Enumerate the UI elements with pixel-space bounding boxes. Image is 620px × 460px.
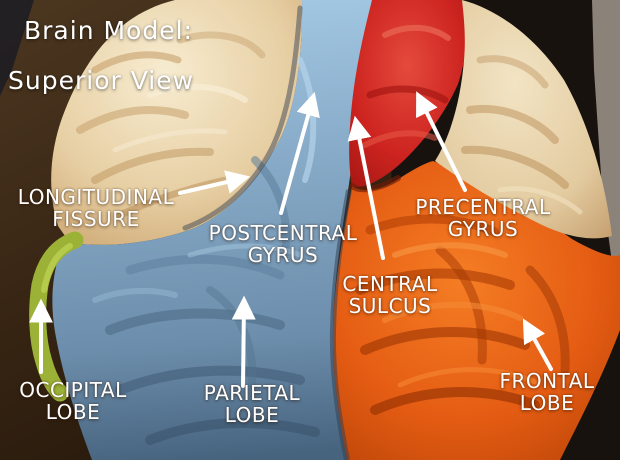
background-gray-sliver [592,0,620,320]
label-postcentral-gyrus-line2: GYRUS [247,243,319,268]
postcentral-gyrus-arrow [279,91,320,215]
occipital-lobe-highlight [41,243,73,293]
label-precentral-gyrus: PRECENTRAL GYRUS [415,196,550,241]
label-central-sulcus-line1: CENTRAL [342,272,438,296]
label-parietal-lobe: PARIETAL LOBE [204,382,300,427]
label-occipital-lobe: OCCIPITAL LOBE [19,379,127,424]
right-front-gyri [461,55,583,215]
label-frontal-lobe-line2: LOBE [519,391,575,416]
frontal-gyri [355,214,570,415]
label-central-sulcus: CENTRAL SULCUS [342,273,437,318]
longitudinal-fissure-arrow [178,170,251,195]
label-precentral-gyrus-line1: PRECENTRAL [415,195,551,219]
occipital-lobe-region [29,231,84,402]
label-parietal-lobe-line1: PARIETAL [203,381,301,405]
label-occipital-lobe-line2: LOBE [45,400,101,425]
label-precentral-gyrus-line2: GYRUS [447,217,519,242]
parietal-gyri [92,57,320,445]
label-longitudinal-fissure: LONGITUDINAL FISSURE [18,186,174,231]
precentral-gyrus-arrow [416,91,467,192]
label-parietal-lobe-line2: LOBE [224,403,280,428]
precentral-gyri [362,24,451,148]
longitudinal-fissure-groove [182,5,303,231]
label-frontal-lobe: FRONTAL LOBE [499,370,594,415]
parietal-lobe-arrow [231,295,256,388]
title-line-2: Superior View [8,66,195,95]
label-occipital-lobe-line1: OCCIPITAL [19,378,127,402]
label-frontal-lobe-line1: FRONTAL [499,369,595,393]
blue-orange-boundary-shadow [329,189,352,460]
title-line-1: Brain Model: [24,16,193,45]
background-corner-topleft [0,0,34,96]
label-postcentral-gyrus: POSTCENTRAL GYRUS [209,222,358,267]
label-postcentral-gyrus-line1: POSTCENTRAL [208,221,358,245]
label-longitudinal-fissure-line2: FISSURE [52,207,140,232]
annotation-arrows [29,91,553,388]
parietal-lobe-region [52,0,372,460]
central-sulcus-arrow [347,115,385,260]
label-central-sulcus-line2: SULCUS [348,294,432,319]
label-longitudinal-fissure-line1: LONGITUDINAL [17,185,175,209]
frontal-lobe-arrow [522,318,553,371]
